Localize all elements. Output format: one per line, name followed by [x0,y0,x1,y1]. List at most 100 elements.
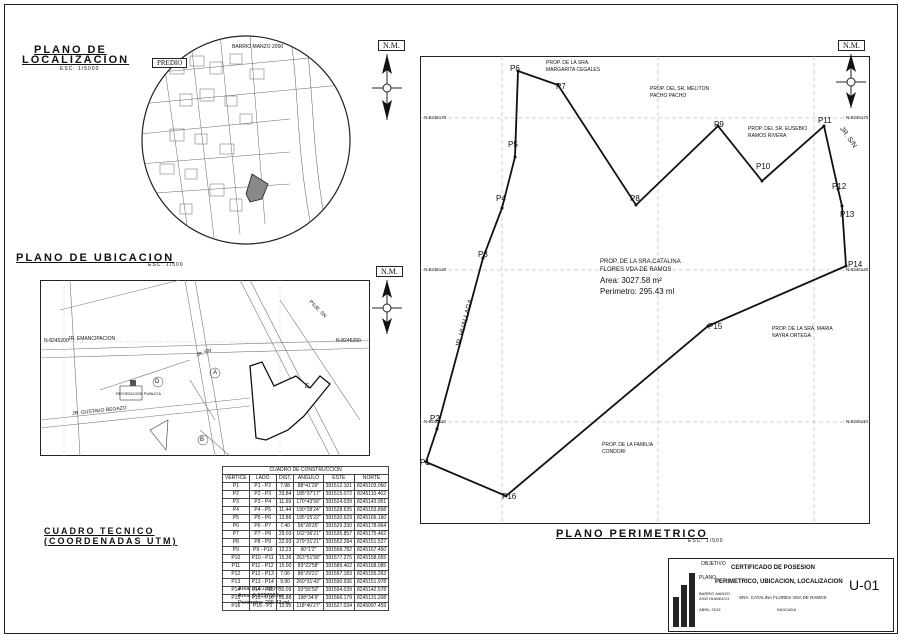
table-column-header: DIST. [275,474,295,483]
grid-n-8245170-left: N-8245170 [424,115,447,120]
table-cell: 260°31'43" [293,578,324,587]
owner-pacho-line1: PROP. DEL SR. MELITON [650,86,710,92]
vertex-p16: P16 [502,492,517,501]
table-cell: P3 [222,498,250,507]
table-cell: 391577.275 [322,554,355,563]
propietario-value: SRA. CATALINA FLORES VDA DE RAMOS [739,595,827,600]
north-arrow-icon-3 [836,54,866,108]
grid-n-8245110-right: N-8245110 [846,419,868,424]
grid-n-8245110-left: N-8245110 [424,419,446,424]
table-cell: 8245110.462 [353,490,390,499]
table-cell: P16 - P1 [248,602,277,611]
north-label-3: N.M. [838,40,865,51]
north-arrow-icon-2 [372,280,402,334]
table-column-header: NORTE [353,474,390,483]
table-cell: 88°41'29" [293,482,324,491]
cuadro-perimetro: Perimetro: 295.43 ml [238,600,290,606]
cuadro-area-m2: Area: 3027.58 m² [238,586,281,592]
table-cell: 29.03 [275,530,295,539]
table-cell: P4 [222,506,250,515]
street-emancipacion: JR. EMANCIPACION [68,336,116,342]
owner-ortega-line2: NAYRA ORTEGA [772,333,811,339]
vertex-p10: P10 [756,162,771,171]
table-cell: 391529.330 [322,522,355,531]
table-cell: P9 - P10 [248,546,277,555]
table-cell: 12.23 [275,546,295,555]
table-cell: 7.98 [275,482,295,491]
table-cell: 8245168.085 [353,562,390,571]
perimetrico-scale: ESC: 1/500 [688,538,724,544]
table-cell: 33.84 [275,490,295,499]
owner-cegales: PROP. DE LA SRA. MARGARITA CEGALES [546,60,600,74]
vertex-p3: P3 [478,250,488,259]
table-cell: 391524.039 [322,498,355,507]
table-cell: 391512.101 [322,482,355,491]
ubicacion-parcel [249,361,331,441]
predio-parcel [245,173,269,203]
block-a: A [213,370,218,376]
table-cell: P6 - P7 [248,522,277,531]
table-cell: P5 - P6 [248,514,277,523]
vertex-p6: P6 [510,64,520,73]
table-cell: 263°51'58" [293,554,324,563]
table-cell: 8245178.964 [353,522,390,531]
owner-rivera-line2: RAMOS RIVERA [748,133,787,139]
cuadro-area-ha: Area: 0.302758 ha [238,593,284,599]
table-cell: 7.06 [275,570,295,579]
grid-n-8245140-left: N-8245140 [424,267,447,272]
table-cell: 391590.936 [322,578,355,587]
table-cell: 8245131.208 [353,594,390,603]
sheet-code: U-01 [849,577,880,593]
table-cell: P11 [222,562,250,571]
table-cell: 8245167.450 [353,546,390,555]
plano-label: PLANO [699,575,716,581]
owner-rivera: PROP. DEL SR. EUSEBIO RAMOS RIVERA [748,126,807,140]
table-cell: P7 - P8 [248,530,277,539]
table-header: CUADRO DE CONSTRUCCION [221,466,390,475]
table-cell: P12 - P13 [248,570,277,579]
table-cell: 8245143.951 [353,498,390,507]
table-cell: P10 - P11 [248,554,277,563]
owner-rivera-line1: PROP. DEL SR. EUSEBIO [748,126,808,132]
table-cell: P12 [222,570,250,579]
vertex-p11: P11 [818,116,832,125]
vertex-p2: P2 [430,414,440,423]
objetivo-label: OBJETIVO [701,561,726,567]
table-cell: 8245151.527 [353,538,390,547]
owner-pacho-line2: PACHO PACHO [650,93,687,99]
table-cell: 22.93 [275,538,295,547]
table-cell: 8245151.978 [353,578,390,587]
ubicacion-coord-n1: N-8245200 [44,338,69,344]
table-cell: 11.44 [275,506,295,515]
owner-cegales-line1: PROP. DE LA SRA. [546,60,590,66]
vertex-p13: P13 [840,210,855,219]
table-cell: 170°43'58" [293,498,324,507]
table-cell: 185°37'17" [293,490,324,499]
owner-cegales-line2: MARGARITA CEGALES [546,67,601,73]
table-cell: P11 - P12 [248,562,277,571]
vertex-p14: P14 [848,260,863,269]
table-cell: 7.40 [275,522,295,531]
objetivo-value: CERTIFICADO DE POSESION [731,565,816,571]
vertex-p5: P5 [508,140,518,149]
table-cell: 8245158.655 [353,554,390,563]
table-column-header: VERTICE [222,474,250,483]
vertex-p9: P9 [714,120,724,129]
table-cell: 15.36 [275,554,295,563]
table-cell: P5 [222,514,250,523]
table-cell: P2 [222,490,250,499]
table-cell: P3 - P4 [248,498,277,507]
perimetrico-area: Area: 3027.58 m² [600,276,662,285]
table-column-header: ANGULO [293,474,324,483]
north-label-2: N.M. [376,266,403,277]
table-cell: 391515.072 [322,490,355,499]
grid-n-8245140-right: N-8245140 [846,267,869,272]
